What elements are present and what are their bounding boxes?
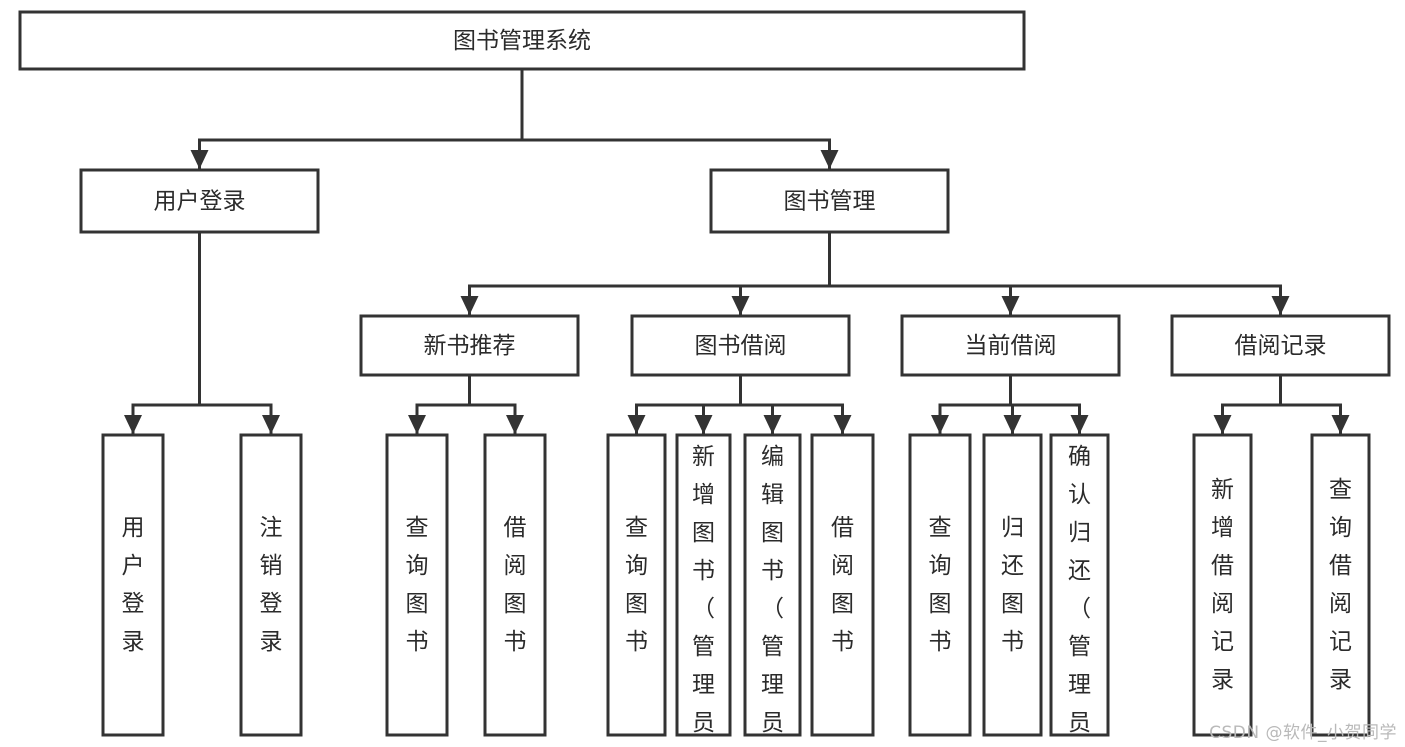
arrow-head-icon [1271, 296, 1290, 315]
node-book-manage[interactable]: 图书管理 [709, 168, 950, 234]
node-box [1192, 433, 1253, 737]
node-box [359, 314, 580, 377]
node-box [79, 168, 320, 234]
edge-group [408, 373, 524, 435]
node-label: 查询图书 [406, 515, 429, 655]
edge-group [931, 373, 1089, 435]
node-label: 图书管理 [784, 189, 876, 215]
arrow-head-icon [833, 415, 852, 434]
node-label: 借阅图书 [831, 515, 854, 655]
arrow-head-icon [124, 415, 142, 434]
node-box [1049, 433, 1110, 737]
node-leaf-confirm-return[interactable]: 确认归还（管理员） [1049, 433, 1110, 747]
node-box [982, 433, 1043, 737]
node-leaf-borrow-book-1[interactable]: 借阅图书 [483, 433, 547, 737]
node-user-login[interactable]: 用户登录 [79, 168, 320, 234]
node-new-book-rec[interactable]: 新书推荐 [359, 314, 580, 377]
node-current-borrow[interactable]: 当前借阅 [900, 314, 1121, 377]
node-label: 新增借阅记录 [1211, 477, 1234, 693]
node-label: 确认归还（管理员） [1068, 444, 1091, 747]
edge-group [460, 230, 1290, 316]
node-leaf-query-book-1[interactable]: 查询图书 [385, 433, 449, 737]
node-label: 注销登录 [260, 515, 283, 655]
node-box [709, 168, 950, 234]
node-label: 新增图书（管理员） [692, 444, 715, 747]
arrow-head-icon [627, 415, 646, 434]
arrow-head-icon [190, 150, 209, 169]
arrow-head-icon [460, 296, 479, 315]
edge-group [1213, 373, 1350, 435]
arrow-head-icon [731, 296, 750, 315]
node-book-borrow[interactable]: 图书借阅 [630, 314, 851, 377]
edge-group [190, 67, 839, 170]
node-label: 查询图书 [625, 515, 648, 655]
node-box [385, 433, 449, 737]
arrow-head-icon [1001, 296, 1020, 315]
node-leaf-query-book-2[interactable]: 查询图书 [606, 433, 667, 737]
node-box [1170, 314, 1391, 377]
node-root-system[interactable]: 图书管理系统 [18, 10, 1026, 71]
node-box [810, 433, 875, 737]
node-leaf-user-login[interactable]: 用户登录 [101, 433, 165, 737]
node-label: 归还图书 [1001, 515, 1024, 655]
edge-group [627, 373, 852, 435]
node-box [675, 433, 732, 737]
arrow-head-icon [506, 415, 524, 434]
arrow-head-icon [408, 415, 426, 434]
node-label: 查询借阅记录 [1329, 477, 1352, 693]
node-label: 用户登录 [122, 515, 145, 655]
node-box [606, 433, 667, 737]
node-borrow-record[interactable]: 借阅记录 [1170, 314, 1391, 377]
node-label: 借阅图书 [504, 515, 527, 655]
node-label: 编辑图书（管理员） [761, 444, 784, 747]
node-label: 新书推荐 [424, 333, 516, 359]
arrow-head-icon [820, 150, 839, 169]
node-box [101, 433, 165, 737]
connector-layer [124, 67, 1350, 435]
node-leaf-add-record[interactable]: 新增借阅记录 [1192, 433, 1253, 737]
node-leaf-query-book-3[interactable]: 查询图书 [908, 433, 972, 737]
node-label: 当前借阅 [965, 333, 1057, 359]
node-label: 用户登录 [154, 189, 246, 215]
node-box [18, 10, 1026, 71]
node-box [900, 314, 1121, 377]
node-leaf-borrow-book-2[interactable]: 借阅图书 [810, 433, 875, 737]
node-label: 借阅记录 [1235, 333, 1327, 359]
node-label: 图书借阅 [695, 333, 787, 359]
arrow-head-icon [694, 415, 713, 434]
edge-group [124, 230, 280, 435]
arrow-head-icon [1331, 415, 1350, 434]
arrow-head-icon [1003, 415, 1022, 434]
node-leaf-edit-book[interactable]: 编辑图书（管理员） [743, 433, 802, 747]
arrow-head-icon [262, 415, 280, 434]
node-box [630, 314, 851, 377]
node-box [743, 433, 802, 737]
arrow-head-icon [1070, 415, 1089, 434]
node-leaf-add-book[interactable]: 新增图书（管理员） [675, 433, 732, 747]
node-leaf-return-book[interactable]: 归还图书 [982, 433, 1043, 737]
node-box [483, 433, 547, 737]
node-label: 图书管理系统 [453, 28, 591, 54]
node-box [239, 433, 303, 737]
node-label: 查询图书 [929, 515, 952, 655]
node-box [1310, 433, 1371, 737]
node-leaf-user-logout[interactable]: 注销登录 [239, 433, 303, 737]
arrow-head-icon [931, 415, 949, 434]
node-layer: 图书管理系统用户登录图书管理新书推荐图书借阅当前借阅借阅记录用户登录注销登录查询… [18, 10, 1391, 747]
arrow-head-icon [763, 415, 782, 434]
arrow-head-icon [1213, 415, 1232, 434]
node-leaf-query-record[interactable]: 查询借阅记录 [1310, 433, 1371, 737]
node-box [908, 433, 972, 737]
